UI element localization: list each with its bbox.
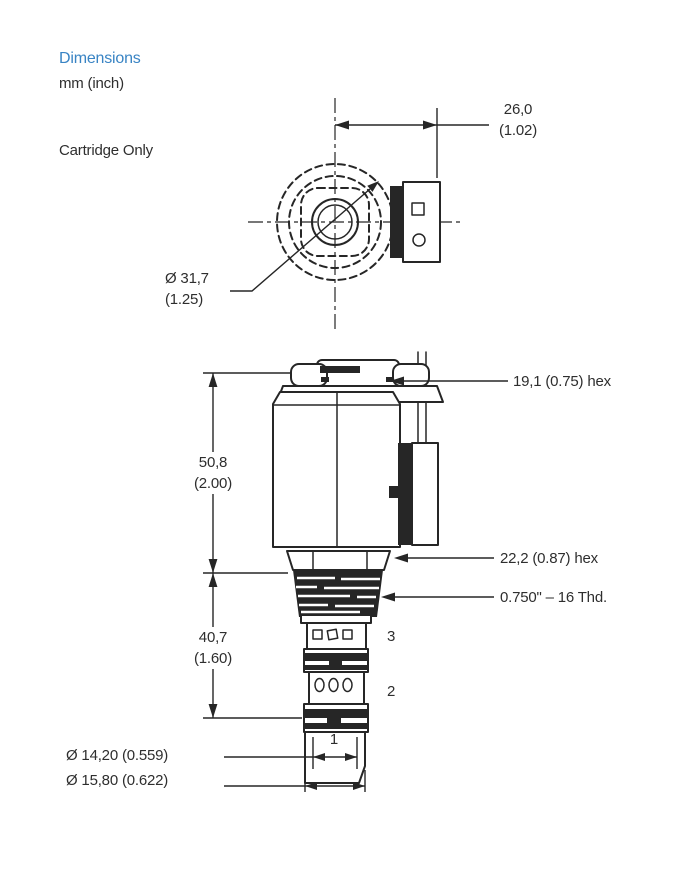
side-view-drawing	[272, 351, 444, 784]
arrowhead	[313, 753, 325, 761]
dim-inch-value: (2.00)	[194, 475, 232, 492]
nut-mark	[321, 377, 329, 382]
nut-mark	[386, 377, 394, 382]
arrowhead	[381, 592, 395, 602]
connector-housing-side	[411, 442, 439, 546]
port-3-label: 3	[387, 628, 396, 645]
dim-coil-diameter-label: Ø 31,7 (1.25)	[165, 268, 209, 310]
arrowhead	[367, 181, 379, 192]
connector-black-bar	[390, 186, 403, 258]
arrowhead	[394, 553, 408, 563]
arrowhead	[423, 120, 437, 130]
dim-coil-height-label: 50,8 (2.00)	[181, 452, 245, 494]
port3-hole	[342, 629, 353, 640]
connector-housing	[402, 181, 441, 263]
arrowhead	[305, 782, 317, 790]
port2-hole	[342, 677, 353, 693]
dim-cartridge-length-label: 40,7 (1.60)	[181, 627, 245, 669]
dim-inch-value: (1.02)	[499, 122, 537, 139]
arrowhead	[208, 704, 218, 718]
stem-inner-circle	[317, 204, 353, 240]
dim-mm-value: 40,7	[198, 629, 228, 646]
dim-mm-value: Ø 31,7	[165, 270, 209, 287]
dimensions-heading: Dimensions	[59, 50, 141, 67]
port3-section	[306, 622, 367, 650]
nut-outline	[300, 187, 370, 257]
port3-hole	[326, 628, 339, 641]
dim-connector-width-label: 26,0 (1.02)	[486, 99, 550, 141]
nut-left-knob	[290, 363, 328, 387]
leader-line-coil-diameter	[230, 188, 371, 292]
dimension-annotations	[203, 372, 508, 792]
arrowhead	[353, 782, 365, 790]
extension-line	[312, 737, 358, 769]
dim-mm-value: 50,8	[198, 454, 228, 471]
stem-circle	[311, 198, 359, 246]
port2-section	[308, 671, 365, 705]
thread-spec-label: 0.750" – 16 Thd.	[500, 589, 607, 606]
arrowhead	[390, 376, 404, 386]
port-2-label: 2	[387, 683, 396, 700]
arrowhead	[345, 753, 357, 761]
dim-top-hex-label: 19,1 (0.75) hex	[513, 373, 611, 390]
nut-slot	[320, 366, 360, 373]
thread-crests	[296, 576, 380, 614]
top-view-drawing	[230, 98, 489, 332]
connector-black-side	[398, 443, 412, 545]
terminal-square	[411, 202, 425, 216]
extension-line	[304, 770, 366, 792]
terminal-round	[412, 233, 426, 247]
port3-hole	[312, 629, 323, 640]
arrowhead	[208, 573, 218, 587]
arrowhead	[335, 120, 349, 130]
port2-hole	[328, 677, 339, 693]
thread-lip	[300, 614, 372, 624]
body-hex	[286, 550, 391, 571]
dim-mm-value: 26,0	[503, 101, 533, 118]
connector-step	[389, 486, 399, 498]
coil-middle-circle	[288, 175, 382, 269]
units-note: mm (inch)	[59, 75, 124, 92]
extension-line	[203, 372, 302, 719]
dim-nose-diameter-label: Ø 14,20 (0.559)	[66, 747, 169, 764]
dim-inch-value: (1.60)	[194, 650, 232, 667]
dim-inch-value: (1.25)	[165, 291, 203, 308]
dim-body-hex-label: 22,2 (0.87) hex	[500, 550, 598, 567]
arrowhead	[208, 373, 218, 387]
hex-facets	[312, 550, 368, 571]
arrowhead	[208, 559, 218, 573]
view-label: Cartridge Only	[59, 142, 153, 159]
port2-hole	[314, 677, 325, 693]
port-1-label: 1	[329, 731, 339, 748]
dim-outer-diameter-label: Ø 15,80 (0.622)	[66, 772, 169, 789]
